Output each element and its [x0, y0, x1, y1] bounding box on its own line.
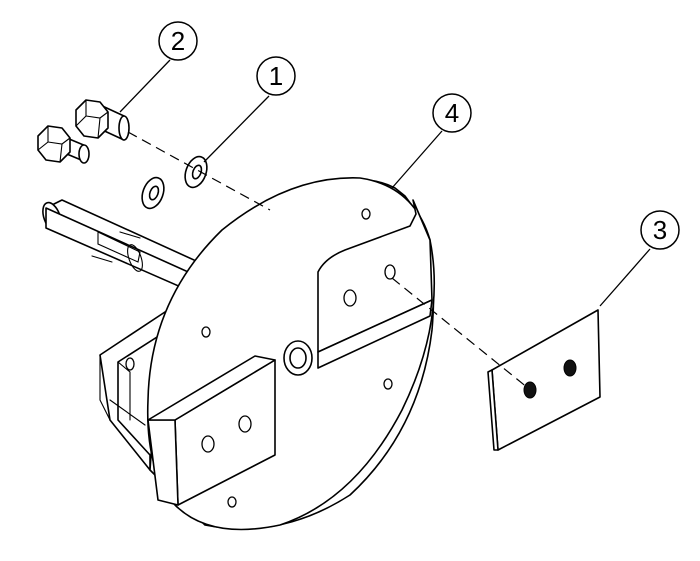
callout-2: 2 — [119, 21, 198, 113]
callout-3: 3 — [599, 210, 680, 307]
rotor-disk — [146, 177, 436, 531]
assembly-line-bolt — [127, 131, 271, 211]
washer-upper — [184, 155, 208, 189]
callout-1: 1 — [203, 56, 296, 163]
callout-3-label: 3 — [653, 215, 667, 245]
blade — [487, 309, 601, 451]
callout-1-label: 1 — [269, 61, 283, 91]
bolt-lower — [37, 125, 90, 164]
washer-lower — [141, 176, 165, 210]
callout-2-label: 2 — [171, 26, 185, 56]
callout-4: 4 — [391, 93, 472, 189]
bolt-upper — [75, 99, 130, 141]
assembly-line-blade — [391, 277, 529, 389]
callout-4-label: 4 — [445, 98, 459, 128]
